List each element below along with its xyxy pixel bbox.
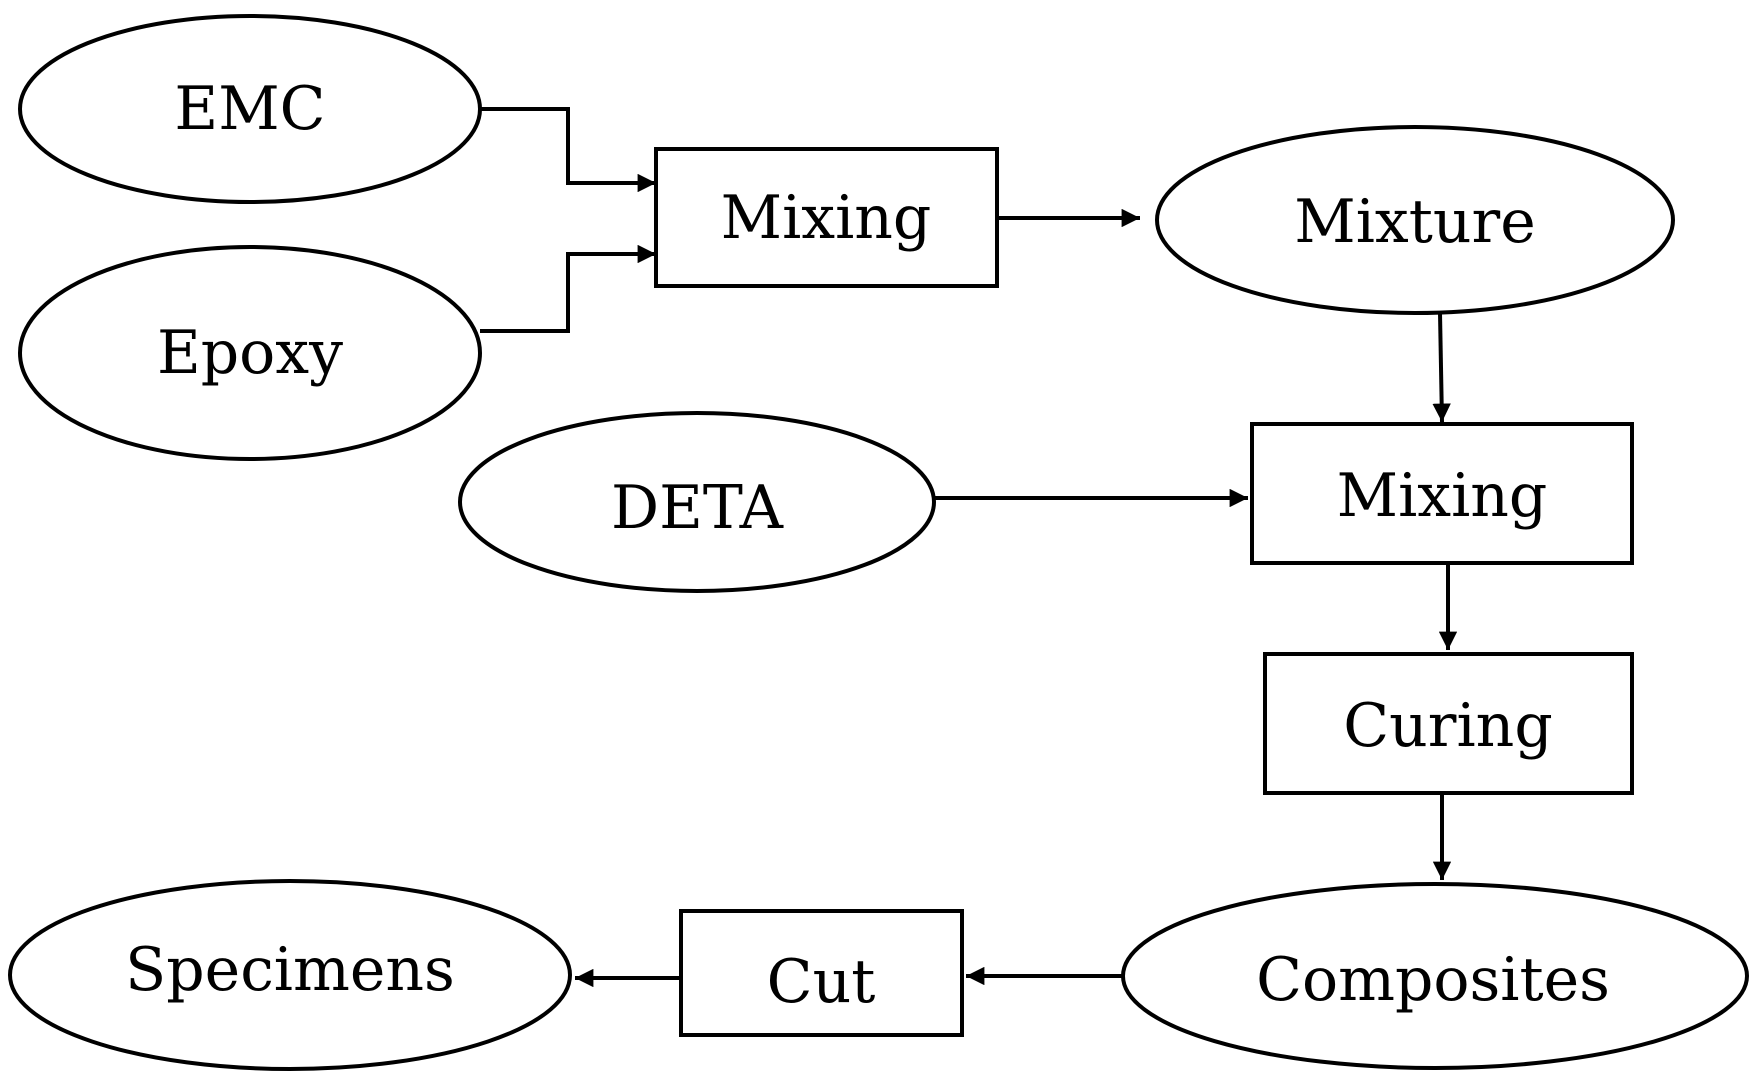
node-composites-label: Composites [1256,945,1610,1015]
node-emc: EMC [18,14,482,204]
node-deta: DETA [458,411,936,593]
node-curing: Curing [1263,652,1634,795]
node-mixing-1: Mixing [654,147,999,288]
connectors [480,107,1458,988]
node-cut: Cut [679,909,964,1037]
node-composites: Composites [1121,882,1749,1070]
node-mixture: Mixture [1155,125,1675,315]
arrow-mixture-to-mixing [1432,312,1451,423]
node-epoxy-label: Epoxy [157,318,343,388]
node-mixing-1-label: Mixing [721,183,932,253]
node-specimens: Specimens [8,879,572,1071]
node-emc-label: EMC [174,74,325,144]
arrow-epoxy-to-mixing [480,244,656,333]
node-mixing-2: Mixing [1250,422,1634,565]
node-curing-label: Curing [1343,691,1552,761]
node-specimens-label: Specimens [125,935,455,1005]
node-cut-label: Cut [767,947,876,1017]
node-mixture-label: Mixture [1294,187,1535,257]
arrow-emc-to-mixing [480,107,656,193]
node-mixing-2-label: Mixing [1337,461,1548,531]
node-epoxy: Epoxy [18,245,482,461]
node-deta-label: DETA [611,473,784,543]
